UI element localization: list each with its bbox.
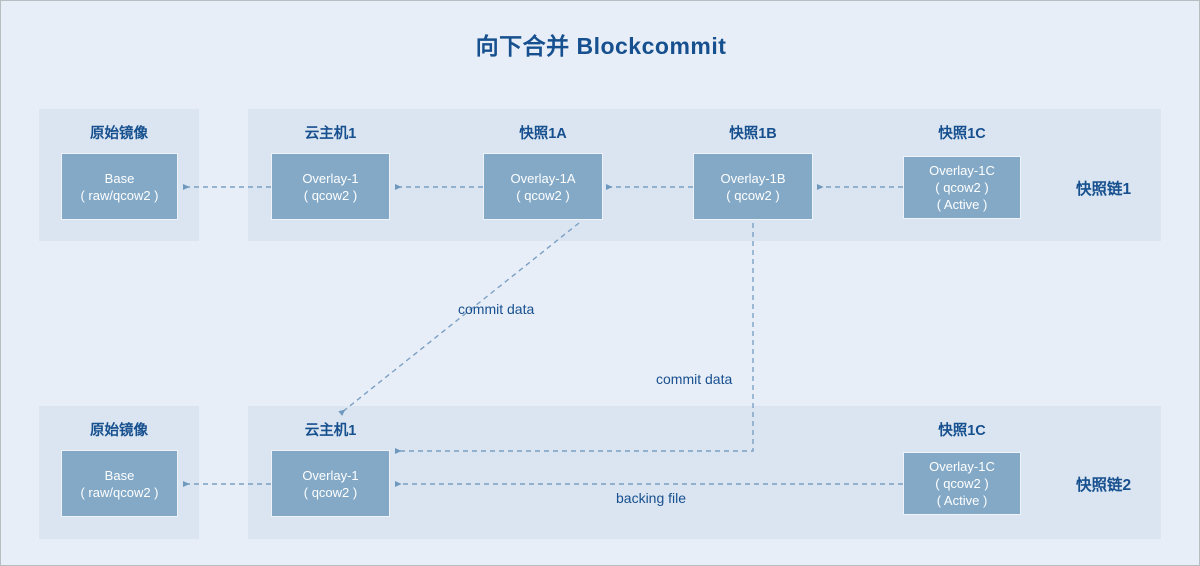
group-title-chain2-host: 云主机1 bbox=[304, 423, 357, 439]
arrow-commit-data-overlay1a bbox=[338, 222, 580, 416]
group-title-chain1-host: 云主机1 bbox=[304, 126, 357, 142]
node-line: ( qcow2 ) bbox=[516, 187, 570, 203]
node-line: ( qcow2 ) bbox=[303, 484, 358, 500]
group-title-chain1-snapshot1c: 快照1C bbox=[938, 126, 986, 142]
node-line: ( qcow2 ) bbox=[303, 187, 358, 203]
node-chain2-overlay1: Overlay-1 ( qcow2 ) bbox=[271, 450, 390, 517]
node-line: ( raw/qcow2 ) bbox=[80, 484, 159, 500]
node-line: ( qcow2 ) bbox=[726, 187, 780, 203]
group-title-chain1-original-image: 原始镜像 bbox=[90, 126, 148, 142]
node-chain1-base: Base ( raw/qcow2 ) bbox=[61, 153, 178, 220]
group-title-chain1-snapshot1a: 快照1A bbox=[519, 126, 567, 142]
node-chain2-overlay1c: Overlay-1C ( qcow2 ) ( Active ) bbox=[903, 452, 1021, 515]
node-line: Base bbox=[104, 467, 135, 483]
node-line: ( qcow2 ) bbox=[935, 476, 989, 491]
node-line: Overlay-1B bbox=[720, 170, 786, 186]
node-line: ( Active ) bbox=[936, 197, 988, 212]
node-line: Overlay-1 bbox=[302, 170, 359, 186]
group-title-chain1-snapshot1b: 快照1B bbox=[729, 126, 777, 142]
node-line: ( qcow2 ) bbox=[935, 180, 989, 195]
group-title-chain2-snapshot1c: 快照1C bbox=[938, 423, 986, 439]
node-line: Base bbox=[104, 170, 135, 186]
node-line: ( Active ) bbox=[936, 493, 988, 508]
node-chain2-base: Base ( raw/qcow2 ) bbox=[61, 450, 178, 517]
group-title-chain2-original-image: 原始镜像 bbox=[90, 423, 148, 439]
edge-label-commit-data-2: commit data bbox=[656, 371, 733, 387]
chain-label-2: 快照链2 bbox=[1076, 477, 1132, 494]
page-title: 向下合并 Blockcommit bbox=[475, 33, 727, 59]
node-line: Overlay-1 bbox=[302, 467, 359, 483]
edge-label-commit-data-1: commit data bbox=[458, 301, 535, 317]
chain-label-1: 快照链1 bbox=[1076, 181, 1132, 198]
node-line: ( raw/qcow2 ) bbox=[80, 187, 159, 203]
node-chain1-overlay1: Overlay-1 ( qcow2 ) bbox=[271, 153, 390, 220]
node-chain1-overlay1a: Overlay-1A ( qcow2 ) bbox=[483, 153, 603, 220]
node-line: Overlay-1A bbox=[510, 170, 576, 186]
node-line: Overlay-1C bbox=[929, 459, 995, 474]
node-chain1-overlay1b: Overlay-1B ( qcow2 ) bbox=[693, 153, 813, 220]
edge-label-backing-file: backing file bbox=[616, 490, 687, 506]
node-chain1-overlay1c: Overlay-1C ( qcow2 ) ( Active ) bbox=[903, 156, 1021, 219]
node-line: Overlay-1C bbox=[929, 163, 995, 178]
